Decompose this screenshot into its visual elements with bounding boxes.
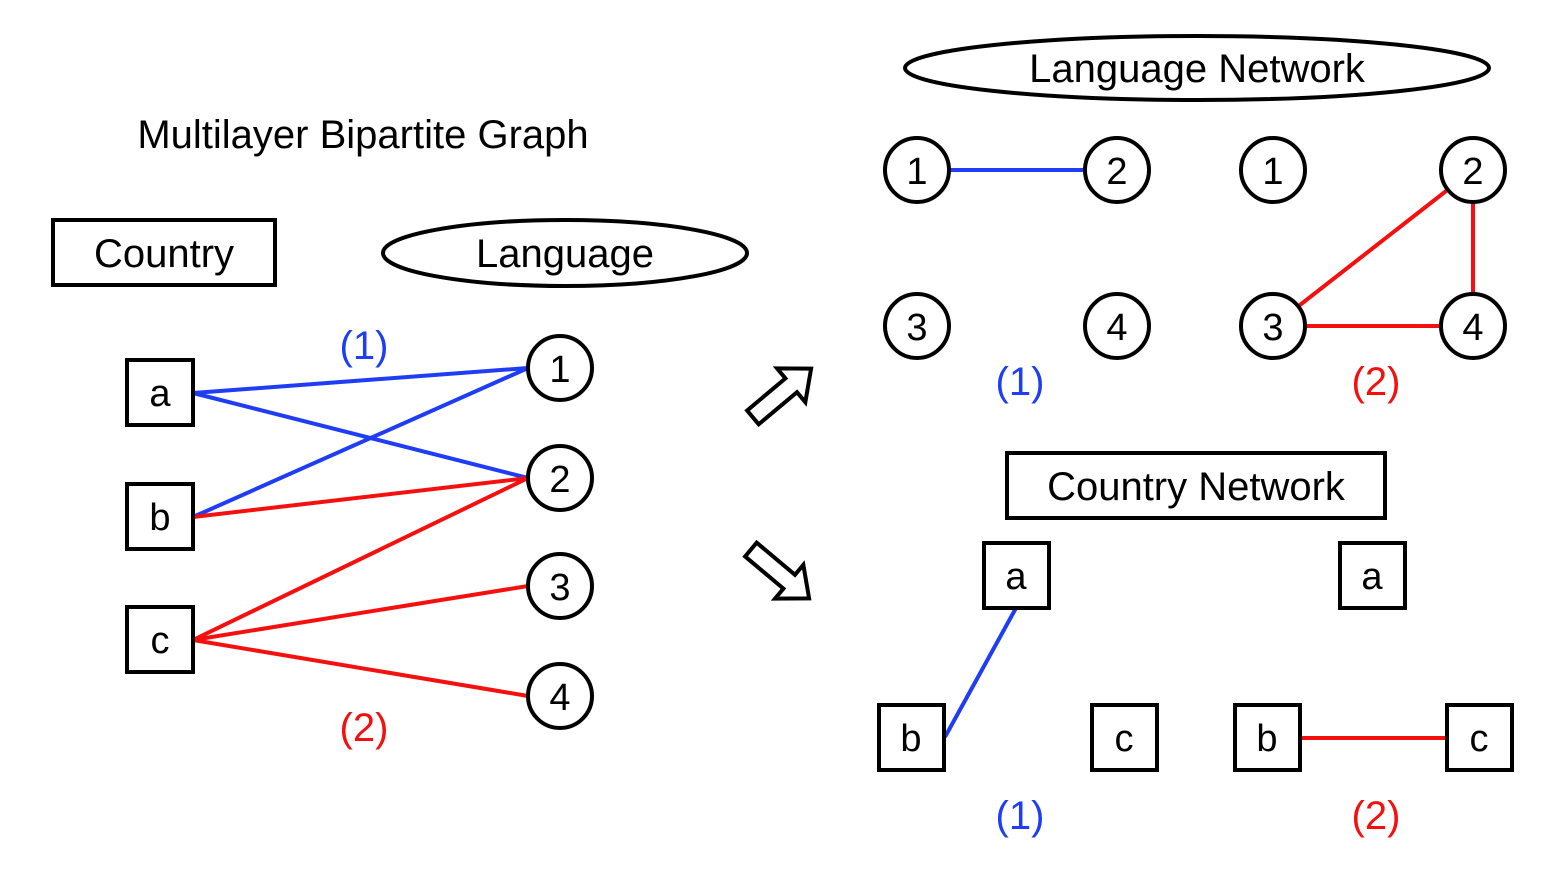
language-node-4: [526, 662, 594, 730]
ln1-node-4: [1083, 292, 1151, 360]
language-node-3: [526, 552, 594, 620]
country-header-box: [51, 218, 277, 287]
cn-layer1-label: (1): [996, 794, 1045, 838]
bipartite-layer1-label: (1): [340, 324, 389, 368]
country-node-b: [125, 482, 195, 551]
cn1-edge-a-b: [943, 607, 1018, 738]
language-header-ellipse: [381, 218, 749, 288]
ln2-node-1: [1239, 136, 1307, 204]
cn2-node-c-label: c: [1470, 718, 1489, 760]
edge-a-1: [192, 366, 529, 395]
ln2-node-2: [1439, 136, 1507, 204]
language-header-label: Language: [476, 232, 654, 276]
cn1-node-b: [877, 703, 946, 772]
cn2-node-b: [1233, 703, 1302, 772]
ln1-node-2: [1083, 136, 1151, 204]
language-node-4-label: 4: [549, 677, 570, 719]
arrow-down-right-icon: [742, 539, 812, 601]
country-network-header-box: [1005, 451, 1387, 520]
ln2-node-4-label: 4: [1462, 307, 1483, 349]
country-node-a: [125, 358, 195, 427]
language-node-2: [526, 444, 594, 512]
country-node-b-label: b: [149, 497, 170, 539]
language-node-1: [526, 334, 594, 402]
edge-b-1: [192, 366, 529, 519]
language-node-3-label: 3: [549, 567, 570, 609]
bipartite-layer2-label: (2): [340, 706, 389, 750]
ln2-edge-2-3: [1271, 168, 1475, 328]
ln1-node-2-label: 2: [1106, 151, 1127, 193]
country-node-c-label: c: [151, 620, 170, 662]
diagram-title: Multilayer Bipartite Graph: [137, 113, 588, 157]
edge-c-4: [192, 638, 529, 698]
cn1-node-c-label: c: [1115, 718, 1134, 760]
ln2-node-3-label: 3: [1262, 307, 1283, 349]
edge-a-2: [192, 391, 529, 480]
ln-layer2-label: (2): [1352, 360, 1401, 404]
cn-layer2-label: (2): [1352, 794, 1401, 838]
edge-c-3: [192, 584, 529, 642]
cn2-node-a-label: a: [1361, 556, 1383, 598]
ln-layer1-label: (1): [996, 360, 1045, 404]
arrow-up-right-icon: [744, 366, 814, 428]
ln1-node-3-label: 3: [906, 307, 927, 349]
ln2-node-3: [1239, 292, 1307, 360]
ln2-node-4: [1439, 292, 1507, 360]
ln1-node-1: [883, 136, 951, 204]
language-node-1-label: 1: [549, 349, 570, 391]
ln1-node-1-label: 1: [906, 151, 927, 193]
language-network-header-ellipse: [903, 34, 1491, 102]
country-node-c: [125, 605, 195, 674]
cn1-node-a-label: a: [1005, 556, 1027, 598]
country-network-title: Country Network: [1047, 465, 1346, 509]
ln2-node-2-label: 2: [1462, 151, 1483, 193]
cn1-node-a: [982, 541, 1051, 610]
ln1-node-3: [883, 292, 951, 360]
language-node-2-label: 2: [549, 459, 570, 501]
cn2-node-c: [1445, 703, 1514, 772]
country-header-label: Country: [94, 232, 234, 276]
edge-b-2: [192, 476, 529, 519]
cn1-node-b-label: b: [900, 718, 921, 760]
ln1-node-4-label: 4: [1106, 307, 1127, 349]
country-node-a-label: a: [149, 373, 171, 415]
cn1-node-c: [1090, 703, 1159, 772]
cn2-node-a: [1338, 541, 1407, 610]
ln2-node-1-label: 1: [1262, 151, 1283, 193]
edge-c-2: [192, 476, 529, 642]
cn2-node-b-label: b: [1256, 718, 1277, 760]
language-network-title: Language Network: [1029, 47, 1366, 91]
